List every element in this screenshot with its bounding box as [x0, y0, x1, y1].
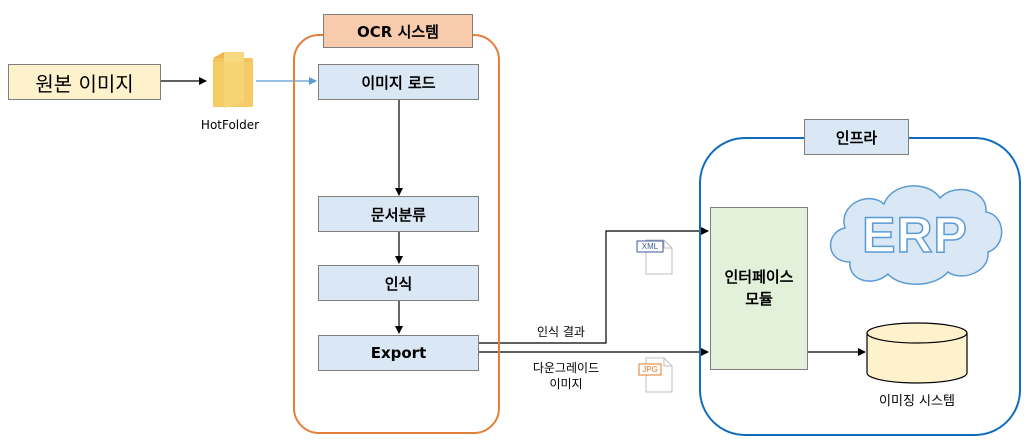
step-recognize-label: 인식 — [384, 274, 413, 293]
hotfolder-label: HotFolder — [200, 118, 260, 132]
interface-module-box: 인터페이스 모듈 — [710, 207, 808, 370]
step-image-load-label: 이미지 로드 — [361, 73, 436, 92]
ocr-system-title: OCR 시스템 — [323, 14, 473, 48]
database-cylinder — [866, 322, 968, 384]
jpg-file-icon — [638, 357, 673, 393]
jpg-file-tag: JPG — [642, 365, 658, 374]
source-image-box: 원본 이미지 — [8, 64, 161, 100]
edge-label-recognition-result: 인식 결과 — [537, 325, 585, 339]
edge-label-downgrade-image: 다운그레이드 이미지 — [516, 360, 616, 392]
xml-file-tag: XML — [641, 242, 659, 251]
imaging-system-label: 이미징 시스템 — [879, 394, 955, 409]
step-image-load: 이미지 로드 — [318, 64, 479, 100]
ocr-system-title-text: OCR 시스템 — [357, 22, 439, 41]
edge-export-result — [479, 227, 709, 344]
infra-title-text: 인프라 — [835, 128, 878, 147]
edge-label-downgrade-line1: 다운그레이드 — [532, 361, 600, 375]
step-export-label: Export — [370, 344, 427, 362]
folder-icon — [213, 52, 253, 108]
step-export: Export — [318, 335, 479, 371]
xml-file-icon — [636, 239, 673, 275]
interface-module-label: 인터페이스 모듈 — [724, 267, 794, 308]
step-document-classify: 문서분류 — [318, 196, 479, 232]
erp-label: ERP — [861, 206, 968, 264]
step-document-classify-label: 문서분류 — [370, 205, 427, 224]
infra-title: 인프라 — [804, 119, 909, 155]
source-image-label: 원본 이미지 — [35, 71, 134, 96]
edge-label-downgrade-line2: 이미지 — [549, 377, 583, 391]
step-recognize: 인식 — [318, 265, 479, 301]
cloud-icon — [829, 185, 1003, 285]
